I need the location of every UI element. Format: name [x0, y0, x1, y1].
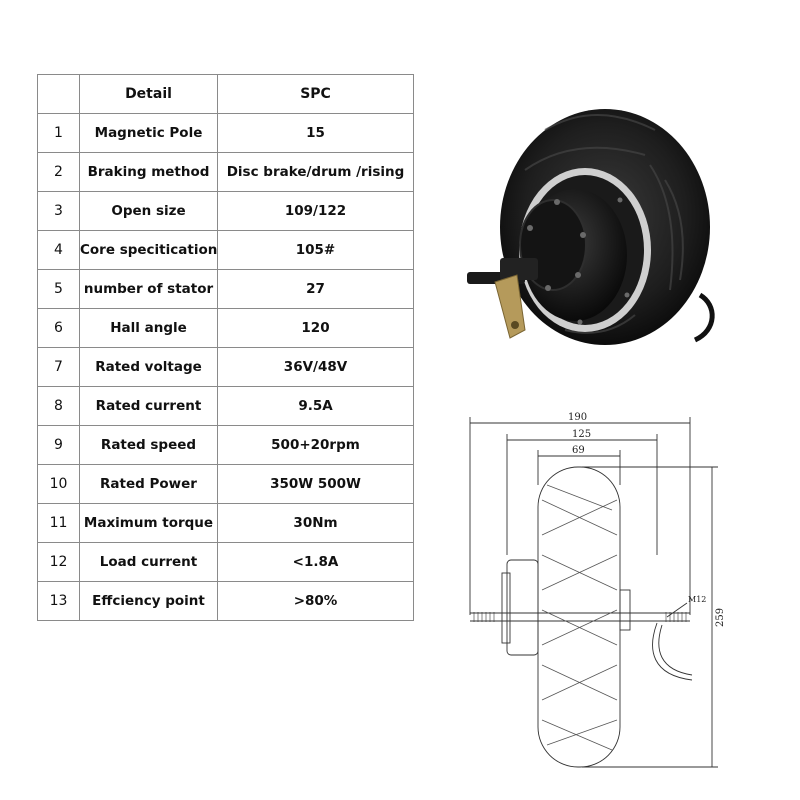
row-number: 12: [37, 542, 80, 582]
header-num: [37, 74, 80, 114]
table-row: 6 Hall angle 120: [37, 308, 414, 348]
table-row: 4 Core specitication 105#: [37, 230, 414, 270]
header-detail: Detail: [79, 74, 218, 114]
table-row: 12 Load current <1.8A: [37, 542, 414, 582]
header-value: SPC: [217, 74, 414, 114]
dim-diameter: 259: [715, 608, 726, 627]
row-number: 10: [37, 464, 80, 504]
row-value: 120: [217, 308, 414, 348]
row-value: 27: [217, 269, 414, 309]
row-number: 2: [37, 152, 80, 192]
row-detail: Rated current: [79, 386, 218, 426]
row-detail: Effciency point: [79, 581, 218, 621]
row-detail: Rated Power: [79, 464, 218, 504]
table-row: 13 Effciency point >80%: [37, 581, 414, 621]
row-detail: Core specitication: [79, 230, 218, 270]
table-row: 9 Rated speed 500+20rpm: [37, 425, 414, 465]
row-number: 7: [37, 347, 80, 387]
row-number: 11: [37, 503, 80, 543]
row-value: 350W 500W: [217, 464, 414, 504]
table-row: 2 Braking method Disc brake/drum /rising: [37, 152, 414, 192]
table-header-row: Detail SPC: [37, 74, 414, 114]
table-row: 7 Rated voltage 36V/48V: [37, 347, 414, 387]
table-row: 10 Rated Power 350W 500W: [37, 464, 414, 504]
table-row: 1 Magnetic Pole 15: [37, 113, 414, 153]
row-value: 105#: [217, 230, 414, 270]
row-detail: Open size: [79, 191, 218, 231]
row-detail: Magnetic Pole: [79, 113, 218, 153]
row-detail: Hall angle: [79, 308, 218, 348]
row-number: 8: [37, 386, 80, 426]
dim-tire-width: 69: [572, 445, 585, 456]
row-value: <1.8A: [217, 542, 414, 582]
spec-table: Detail SPC 1 Magnetic Pole 15 2 Braking …: [37, 74, 414, 621]
table-row: 3 Open size 109/122: [37, 191, 414, 231]
hub-motor-wheel-photo: [467, 109, 715, 345]
dimension-drawing: 190 125 69 M12 259: [469, 412, 726, 768]
row-detail: Rated voltage: [79, 347, 218, 387]
row-value: 9.5A: [217, 386, 414, 426]
row-number: 4: [37, 230, 80, 270]
table-row: 11 Maximum torque 30Nm: [37, 503, 414, 543]
row-detail: number of stator: [79, 269, 218, 309]
row-number: 3: [37, 191, 80, 231]
dim-hub-width: 125: [572, 429, 591, 440]
row-value: 36V/48V: [217, 347, 414, 387]
row-detail: Braking method: [79, 152, 218, 192]
row-value: >80%: [217, 581, 414, 621]
row-detail: Load current: [79, 542, 218, 582]
row-value: 30Nm: [217, 503, 414, 543]
row-value: Disc brake/drum /rising: [217, 152, 414, 192]
dim-overall-width: 190: [568, 412, 587, 423]
row-detail: Maximum torque: [79, 503, 218, 543]
row-number: 13: [37, 581, 80, 621]
row-value: 15: [217, 113, 414, 153]
row-number: 5: [37, 269, 80, 309]
table-row: 5 number of stator 27: [37, 269, 414, 309]
row-number: 9: [37, 425, 80, 465]
row-value: 500+20rpm: [217, 425, 414, 465]
row-value: 109/122: [217, 191, 414, 231]
dim-axle-thread: M12: [688, 595, 706, 604]
table-row: 8 Rated current 9.5A: [37, 386, 414, 426]
row-number: 6: [37, 308, 80, 348]
row-detail: Rated speed: [79, 425, 218, 465]
row-number: 1: [37, 113, 80, 153]
